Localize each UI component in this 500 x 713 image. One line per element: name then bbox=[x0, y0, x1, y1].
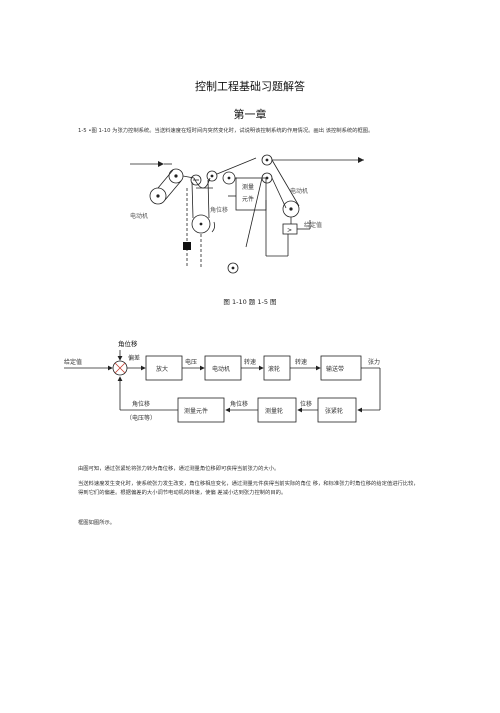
arrow-out-icon bbox=[358, 157, 364, 163]
bd-conveyor: 输送带 bbox=[326, 365, 344, 373]
bd-measure-pulley: 测量轮 bbox=[265, 407, 283, 415]
document-title: 控制工程基础习题解答 bbox=[195, 80, 305, 93]
weight-block bbox=[183, 242, 191, 250]
amp-symbol: > bbox=[287, 227, 292, 234]
bd-motor: 电动机 bbox=[212, 365, 230, 373]
tension-system-figure: 测量 元件 电动机 电动机 角位移 给定值 > bbox=[130, 154, 364, 274]
measure-label-2: 元件 bbox=[242, 195, 254, 203]
measure-label-1: 测量 bbox=[242, 183, 254, 191]
bd-displacement: 位移 bbox=[300, 400, 312, 408]
motor-right-label: 电动机 bbox=[290, 187, 308, 195]
bd-setpoint: 给定值 bbox=[64, 358, 82, 366]
figure-caption: 图 1-10 题 1-5 图 bbox=[223, 298, 277, 306]
bd-roller: 滚轮 bbox=[268, 365, 280, 373]
material-dip bbox=[193, 177, 211, 189]
setpoint-label: 给定值 bbox=[304, 221, 322, 229]
measuring-element-box bbox=[235, 177, 267, 211]
rotation-arrow-icon bbox=[211, 221, 216, 233]
bd-deviation: 偏差 bbox=[128, 354, 140, 362]
tension-pulley bbox=[191, 214, 211, 234]
bd-speed1: 转速 bbox=[244, 358, 256, 366]
bd-angle-fb: 角位移 bbox=[132, 400, 150, 408]
bd-tension: 张力 bbox=[368, 358, 380, 366]
bd-angle-mid: 角位移 bbox=[230, 400, 248, 408]
motor-left-label: 电动机 bbox=[130, 212, 148, 220]
answer-paragraph-3: 框图如图所示。 bbox=[78, 520, 116, 526]
answer-paragraph-1: 由图可知，通过张紧轮将张力转为角位移，通过测量角位移即可获得当前张力的大小。 bbox=[78, 466, 280, 472]
chapter-heading: 第一章 bbox=[233, 108, 267, 121]
bd-tension-pulley: 张紧轮 bbox=[325, 407, 343, 415]
guide-pulley-2 bbox=[206, 170, 218, 182]
angle-label: 角位移 bbox=[210, 206, 228, 214]
problem-statement: 1-5 •图 1-10 为张力控制系统。当送料速度在短时间内突然变化时，试说明该… bbox=[78, 128, 374, 134]
bottom-pulley bbox=[227, 262, 239, 274]
bd-voltage: 电压 bbox=[185, 358, 197, 366]
answer-paragraph-2: 当送料速度发生变化时，使系统张力发生改变，角位移相应变化，通过测量元件获得当前实… bbox=[78, 481, 419, 496]
bd-measure-element: 测量元件 bbox=[184, 407, 208, 415]
bd-voltage-etc: （电压等） bbox=[126, 414, 156, 422]
guide-pulley-1 bbox=[190, 174, 202, 186]
bd-amplifier: 放大 bbox=[156, 365, 168, 373]
block-diagram: 给定值 角位移 偏差 放大 电压 电动机 转速 滚轮 转速 输送带 张力 张紧轮… bbox=[64, 339, 381, 423]
arrow-in-icon bbox=[158, 161, 164, 167]
bd-angle-top: 角位移 bbox=[118, 339, 138, 348]
bd-speed2: 转速 bbox=[295, 358, 307, 366]
